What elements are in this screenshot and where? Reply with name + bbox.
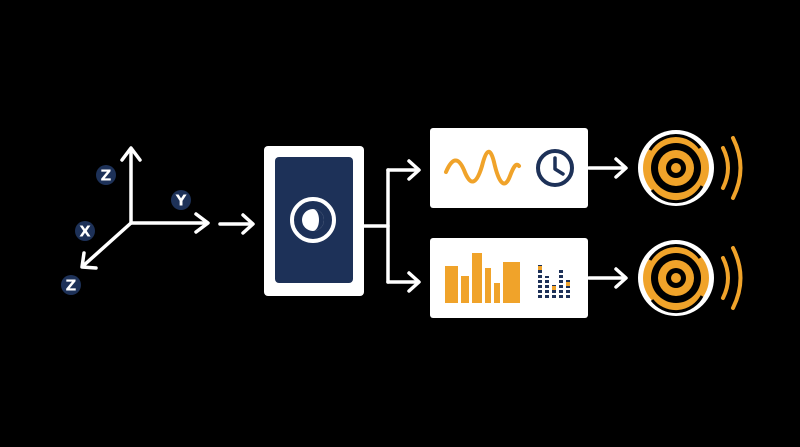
phone-device-icon [264, 146, 364, 296]
svg-text:Z: Z [66, 277, 77, 295]
panel-waveform-time [430, 128, 588, 208]
axis-label-z-bottom: Z [61, 275, 81, 295]
axis-label-y: Y [171, 190, 191, 210]
sine-wave-icon [444, 150, 521, 186]
panel-spectrum [430, 238, 588, 318]
axis-label-z-top: Z [96, 165, 116, 185]
svg-text:X: X [79, 223, 91, 241]
sensor-eye-icon [290, 197, 336, 243]
svg-text:Z: Z [101, 167, 112, 185]
arrow-panel-to-speaker-top [587, 157, 628, 179]
bar-chart-icon [445, 253, 520, 303]
svg-text:Y: Y [175, 192, 188, 210]
arrow-panel-to-speaker-bottom [587, 267, 628, 289]
arrow-axes-to-device [218, 213, 255, 235]
speaker-icon-top [638, 130, 743, 206]
clock-icon [536, 149, 574, 187]
xyz-axes-icon [80, 146, 210, 270]
axis-label-x: X [75, 221, 95, 241]
speaker-icon-bottom [638, 240, 743, 316]
splitter-connector [362, 159, 421, 293]
